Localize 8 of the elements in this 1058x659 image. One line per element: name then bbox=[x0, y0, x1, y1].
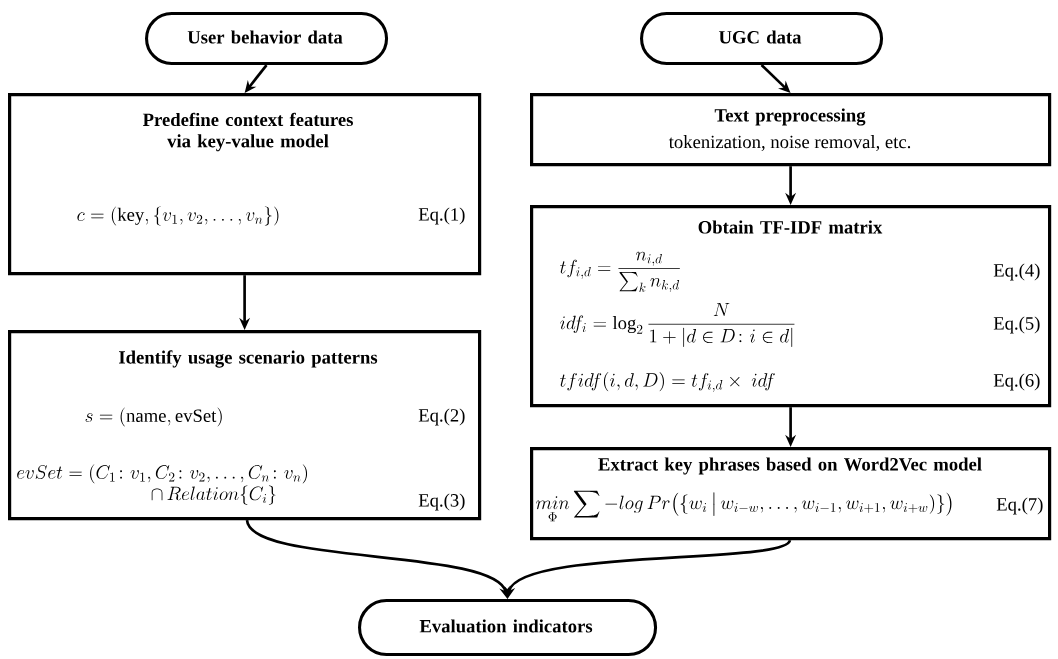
terminal-box: UGC data bbox=[640, 12, 884, 66]
process-box: Identify usage scenario patterns $s = (\mathrm{name}, \mathrm{evSet})$ Eq.(2) $\begin{array}{l} evSet = (C_1\colon v_1, C_2\colon v_2, \ldots, C_n\colon v_n) \\ \hspace{7.2em}\cap\, Relation\{C_i\} \end{array}$ Eq.(3) bbox=[8, 330, 482, 521]
process-box: Predefine context features via key-value model $c = (\mathrm{key}, \{v_1, v_2, \ldots, v_n\})$ Eq.(1) bbox=[8, 93, 482, 276]
process-box: Text preprocessing tokenization, noise removal, etc. bbox=[530, 93, 1052, 167]
process-box: Obtain TF-IDF matrix $tf_{i,d} = \dfrac{n_{i,d}}{\sum_k n_{k,d}}$ Eq.(4) $idf_i = \log_2 \dfrac{N}{1 + |d \in D\colon i \in d|}$ Eq.(5) $tfidf(i, d, D) = tf_{i,d} \times\ idf$ Eq.(6) bbox=[530, 205, 1052, 408]
terminal-box: Evaluation indicators bbox=[358, 599, 658, 657]
terminal-box: User behavior data bbox=[145, 12, 389, 66]
process-box: Extract key phrases based on Word2Vec model $\underset{\Phi}{min} \displaystyle\sum - log\, Pr\big(\{w_i \,\big|\, w_{i-w}, \ldots, w_{i-1}, w_{i+1}, w_{i+w})\}\big)$ Eq.(7) bbox=[530, 447, 1052, 541]
